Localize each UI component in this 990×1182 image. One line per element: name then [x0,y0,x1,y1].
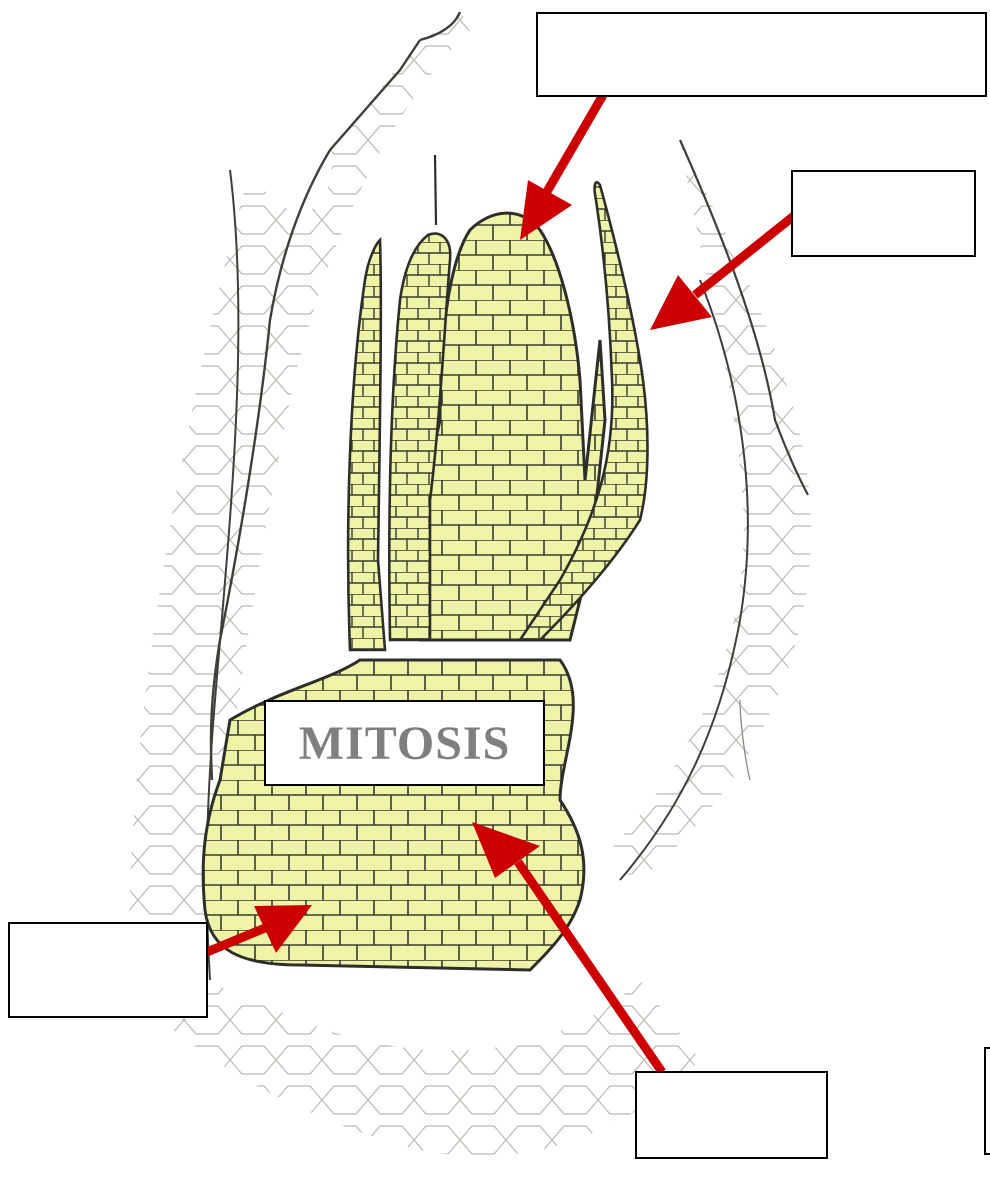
apical-bristle [435,155,436,225]
label-box-upper-right[interactable] [791,170,976,257]
mitosis-text: MITOSIS [299,716,511,771]
label-box-top[interactable] [536,12,987,97]
label-box-lower-left[interactable] [8,922,208,1018]
label-box-far-right[interactable] [984,1047,990,1155]
arrow-top [520,95,603,240]
mitosis-label: MITOSIS [264,700,545,786]
left-filament [348,240,385,650]
label-box-bottom[interactable] [635,1071,828,1159]
